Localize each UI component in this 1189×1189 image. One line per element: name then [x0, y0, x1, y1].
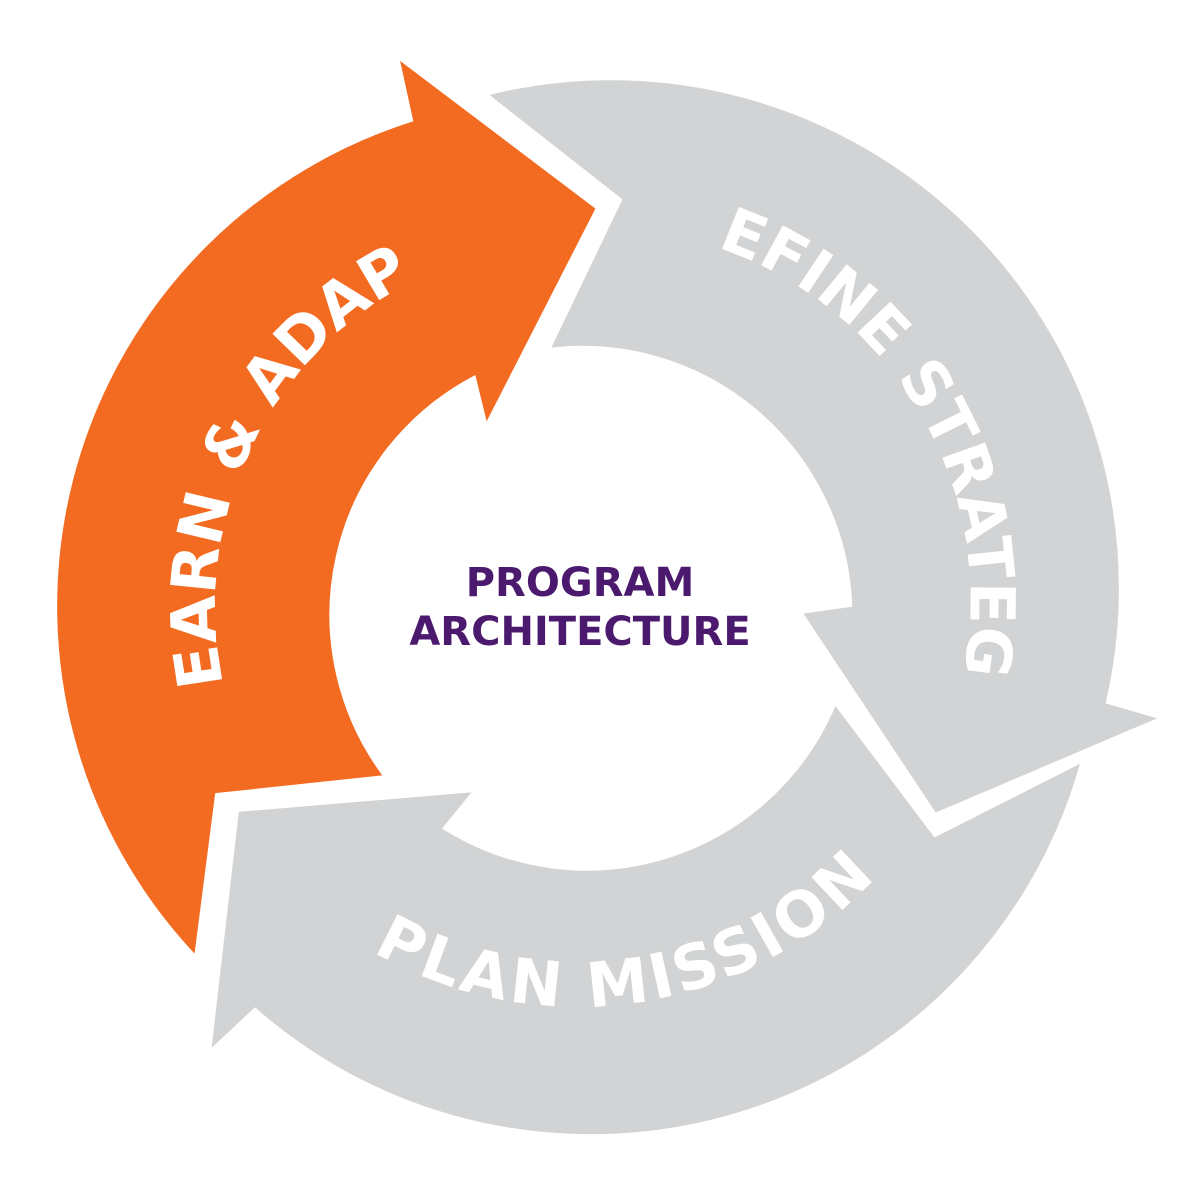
center-title-line-1: PROGRAM: [466, 560, 695, 606]
learn-adapt-arrow: [53, 51, 601, 963]
define-strategy-arrow: [480, 76, 1169, 818]
plan-mission-arrow: [206, 697, 1087, 1139]
center-title-line-2: ARCHITECTURE: [409, 609, 750, 655]
